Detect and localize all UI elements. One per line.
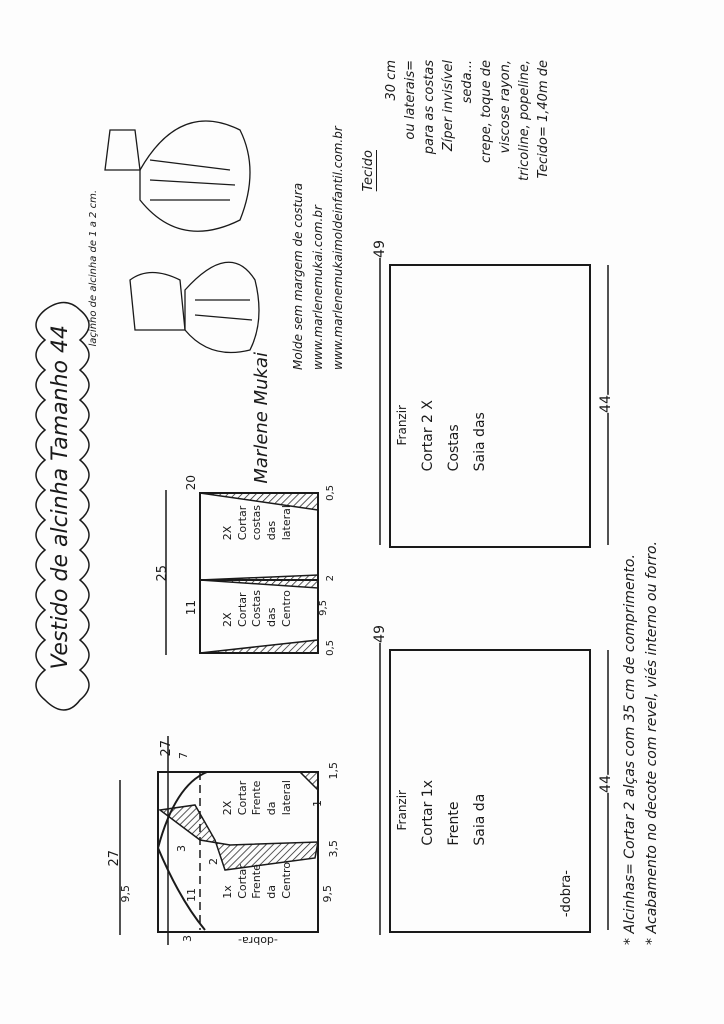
back-center-label: Centro das Costas Cortar 2X <box>221 590 293 627</box>
dim-label: 7 <box>177 752 190 759</box>
website-link[interactable]: www.marlenemukai.com.br <box>311 205 325 370</box>
label-line: Cortar <box>235 592 249 627</box>
label-line: das <box>264 607 278 627</box>
label-line: 2X <box>221 525 234 541</box>
label-line: Cortar <box>235 505 249 541</box>
skirt-back-gather: Franzir <box>395 405 409 446</box>
label-line: Saia das <box>472 412 489 472</box>
label-line: Cortar <box>235 864 249 899</box>
note-line: Zíper invisível <box>440 60 456 152</box>
front-height-label: 27 <box>159 740 174 757</box>
label-line: Costas <box>250 590 264 627</box>
label-line: Frente <box>446 801 463 846</box>
label-line: Cortar <box>235 780 249 816</box>
label-line: Centro <box>279 862 293 899</box>
dim-label: 3 <box>175 845 188 852</box>
label-line: Cortar 2 X <box>420 400 436 472</box>
dim-label: 9,5 <box>318 600 329 616</box>
label-line: da <box>264 801 278 816</box>
note-line: crepe, toque de <box>478 60 494 163</box>
straps-note: * Alcinhas= Cortar 2 alças com 35 cm de … <box>622 554 638 945</box>
note-line: Tecido= 1,40m de <box>535 60 551 179</box>
dim-label: 3 <box>181 935 194 942</box>
front-fold-label: -dobra- <box>238 934 278 947</box>
note-line: seda... <box>459 60 475 104</box>
dim-label: 2 <box>325 575 336 582</box>
skirt-front-gather: Franzir <box>395 790 409 831</box>
title-cloud <box>35 301 90 711</box>
back-center-width-label: 11 <box>184 600 198 616</box>
label-line: 2X <box>221 800 234 816</box>
dim-label: 1 <box>311 800 324 807</box>
dress-sketches <box>104 120 260 354</box>
note-line: para as costas <box>421 60 437 155</box>
fabric-notes: Tecido= 1,40m de tricoline, popeline, vi… <box>384 60 551 240</box>
dim-label: 9,5 <box>119 885 132 903</box>
front-bodice-outline <box>157 771 319 933</box>
label-line: Costas <box>446 424 463 472</box>
dim-label: 11 <box>185 888 198 902</box>
finishing-note: * Acabamento no decote com revel, viés i… <box>644 541 660 945</box>
label-line: da <box>264 885 278 899</box>
back-side-width-label: 20 <box>184 475 198 491</box>
dim-label: 1,5 <box>327 762 340 780</box>
note-line: ou laterais= <box>402 60 418 140</box>
label-line: lateral <box>279 780 293 816</box>
note-line: tricoline, popeline, <box>516 60 532 181</box>
skirt-front-width: 49 <box>372 625 389 643</box>
seam-allowance-note: Molde sem margem de costura <box>291 182 305 370</box>
dim-label: 2 <box>207 858 220 865</box>
back-side-label: lateral das costas Cortar 2X <box>221 505 293 541</box>
skirt-back-height: 44 <box>598 395 615 413</box>
fabric-label: Tecido <box>361 150 376 192</box>
label-line: Frente <box>250 780 264 816</box>
dim-label: 9,5 <box>321 885 334 903</box>
signature: Marlene Mukai <box>251 352 272 484</box>
dim-label: 0,5 <box>325 640 336 656</box>
pattern-title: Vestido de alcinha Tamanho 44 <box>48 325 73 670</box>
skirt-back-label: Saia das Costas Cortar 2 X <box>420 400 488 471</box>
label-line: costas <box>250 505 264 541</box>
front-side-label: lateral da Frente Cortar 2X <box>221 780 293 816</box>
dim-label: 3,5 <box>327 840 340 858</box>
skirt-front-fold: -dobra- <box>559 870 574 918</box>
label-line: das <box>264 520 278 541</box>
skirt-front-height: 44 <box>598 775 615 793</box>
back-width-label: 25 <box>155 565 170 582</box>
skirt-back-outline <box>389 264 591 548</box>
label-line: Saia da <box>472 793 489 846</box>
dim-label: 0,5 <box>325 485 336 501</box>
website-link-infantil[interactable]: www.marlenemukaimoldeinfantil.com.br <box>331 126 345 370</box>
label-line: 2X <box>221 612 234 627</box>
label-line: Frente <box>250 864 264 899</box>
skirt-front-label: Saia da Frente Cortar 1x <box>420 780 488 846</box>
front-width-label: 27 <box>107 850 122 867</box>
front-center-label: Centro da Frente Cortar 1x <box>221 862 293 899</box>
label-line: lateral <box>279 505 293 541</box>
sketch-note: laçinho de alcinha de 1 a 2 cm. <box>88 190 99 347</box>
label-line: Centro <box>279 590 293 627</box>
label-line: Cortar 1x <box>420 780 436 846</box>
note-line: 30 cm <box>384 60 399 101</box>
skirt-back-width: 49 <box>372 240 389 258</box>
label-line: 1x <box>221 885 234 899</box>
skirt-front-outline <box>389 649 591 933</box>
note-line: viscose rayon, <box>497 60 513 154</box>
